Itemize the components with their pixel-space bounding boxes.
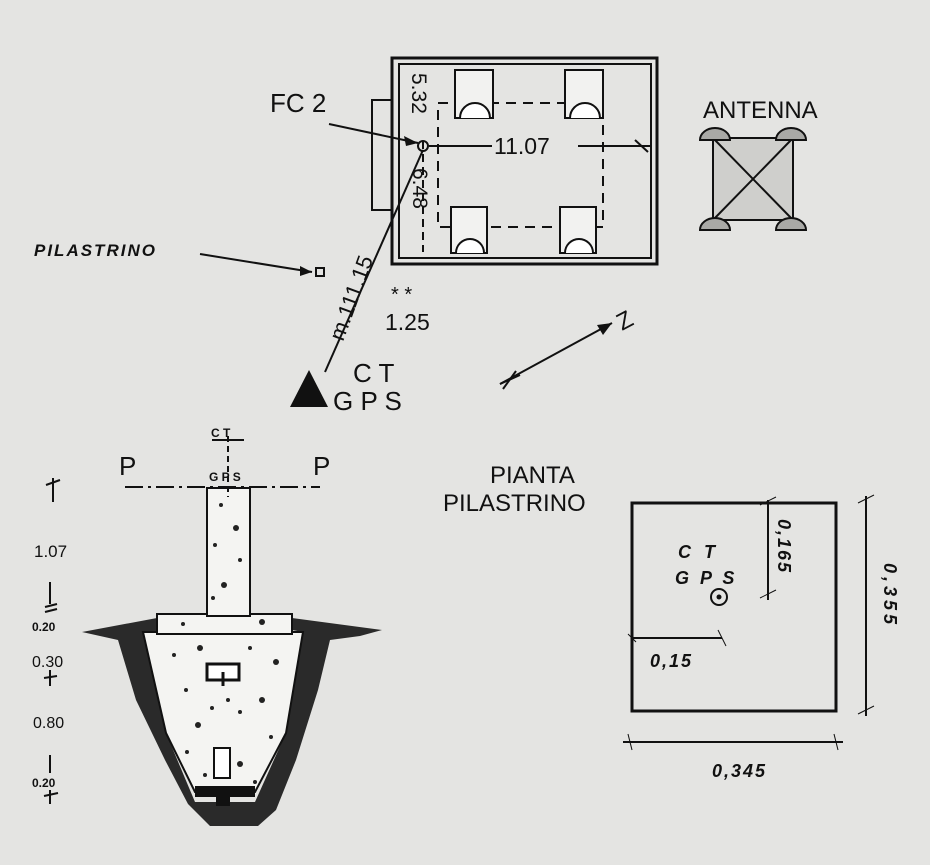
antenna-symbol (698, 127, 808, 231)
section-ct-label: C T (211, 426, 231, 440)
pilastrino-label: PILASTRINO (34, 241, 157, 260)
north-arrow (499, 322, 613, 390)
ct-gps-sight-line (324, 149, 424, 373)
plan-gps-label: G P S (675, 568, 737, 588)
pilastrino-marker (199, 253, 325, 277)
height-0-20-bottom: 0.20 (32, 776, 56, 790)
section-p-right: P (313, 451, 330, 481)
pilastrino-plan (623, 494, 875, 751)
north-label: Z (612, 306, 638, 337)
plan-dimension-0-355: 0,355 (880, 563, 900, 628)
height-0-80: 0.80 (33, 715, 64, 732)
plan-dimension-0-345: 0,345 (712, 761, 767, 781)
plan-dimension-0-165: 0,165 (774, 519, 794, 574)
ground-section (82, 487, 382, 826)
fc2-reference-point (328, 123, 650, 252)
height-1-07: 1.07 (34, 542, 67, 561)
section-gps-label: G P S (209, 470, 241, 484)
plan-dimension-0-15: 0,15 (650, 651, 693, 671)
height-0-30: 0.30 (32, 654, 63, 671)
section-plane-line (125, 436, 320, 497)
section-height-dimensions (43, 478, 61, 804)
ct-label: C T (353, 358, 395, 388)
building-pillar-footings (450, 69, 604, 254)
distance-111-15: m.111.15 (324, 252, 378, 344)
concrete-aggregate (172, 503, 279, 784)
ct-gps-triangle-icon (290, 370, 328, 407)
gps-label: G P S (333, 386, 402, 416)
plan-title-line2: PILASTRINO (443, 490, 586, 517)
antenna-label: ANTENNA (703, 97, 818, 124)
dimension-5-32: 5.32 (407, 73, 430, 114)
dimension-11-07: 11.07 (494, 133, 550, 159)
dimension-1-25: 1.25 (385, 309, 430, 335)
plan-ct-label: C T (678, 542, 719, 562)
plan-title-line1: PIANTA (490, 462, 575, 489)
height-0-20-top: 0.20 (32, 620, 56, 634)
fc2-label: FC 2 (270, 88, 326, 118)
dimension-stars: * * (391, 284, 412, 306)
building-plan (371, 56, 659, 266)
section-p-left: P (119, 451, 136, 481)
dimension-6-48: 6.48 (408, 168, 431, 209)
